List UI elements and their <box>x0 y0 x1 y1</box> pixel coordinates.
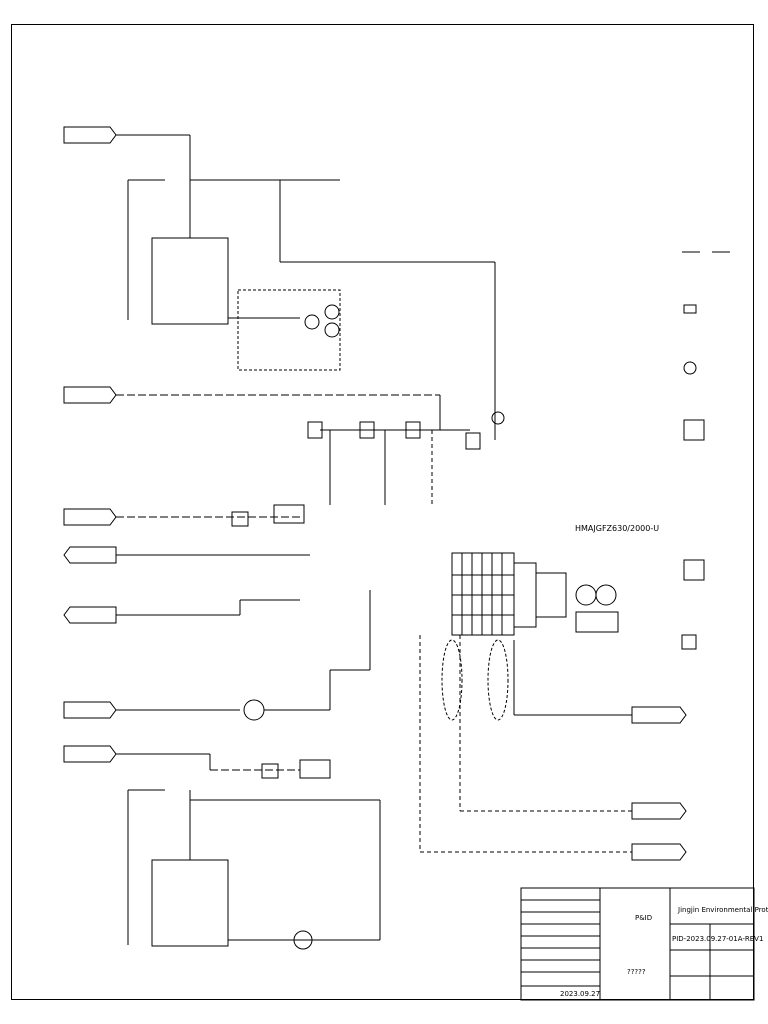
air-manifold-top <box>273 504 305 524</box>
squeeze-pump <box>293 930 313 950</box>
legend <box>681 251 730 650</box>
tank-tk101 <box>151 237 229 325</box>
connector-c1 <box>63 126 117 144</box>
connector-c7 <box>63 745 117 763</box>
drawing-sheet <box>11 24 754 1000</box>
connector-c3 <box>63 508 117 526</box>
filter-press-label: HMAJGFZ630/2000-U <box>575 524 659 533</box>
air-manifold-bottom <box>299 759 331 779</box>
washing-pump-block <box>237 289 341 371</box>
project-placeholder: ????? <box>627 968 646 976</box>
company-name: Jingjin Environmental Protection Inc. <box>677 906 768 914</box>
doc-type: P&ID <box>635 914 652 922</box>
connector-c2 <box>63 386 117 404</box>
title-block <box>520 887 755 1001</box>
connector-o3 <box>631 843 687 861</box>
connector-c6 <box>63 701 117 719</box>
connector-o2 <box>631 802 687 820</box>
filter-press <box>451 552 619 636</box>
connector-c5 <box>63 606 117 624</box>
slurry-feed-pump <box>243 699 265 721</box>
drawing-number: PID-2023.09.27-01A-REV1 <box>672 935 763 943</box>
date: 2023.09.27 <box>560 990 600 998</box>
connector-c4 <box>63 546 117 564</box>
tank-tk201 <box>151 859 229 947</box>
connector-o1 <box>631 706 687 724</box>
